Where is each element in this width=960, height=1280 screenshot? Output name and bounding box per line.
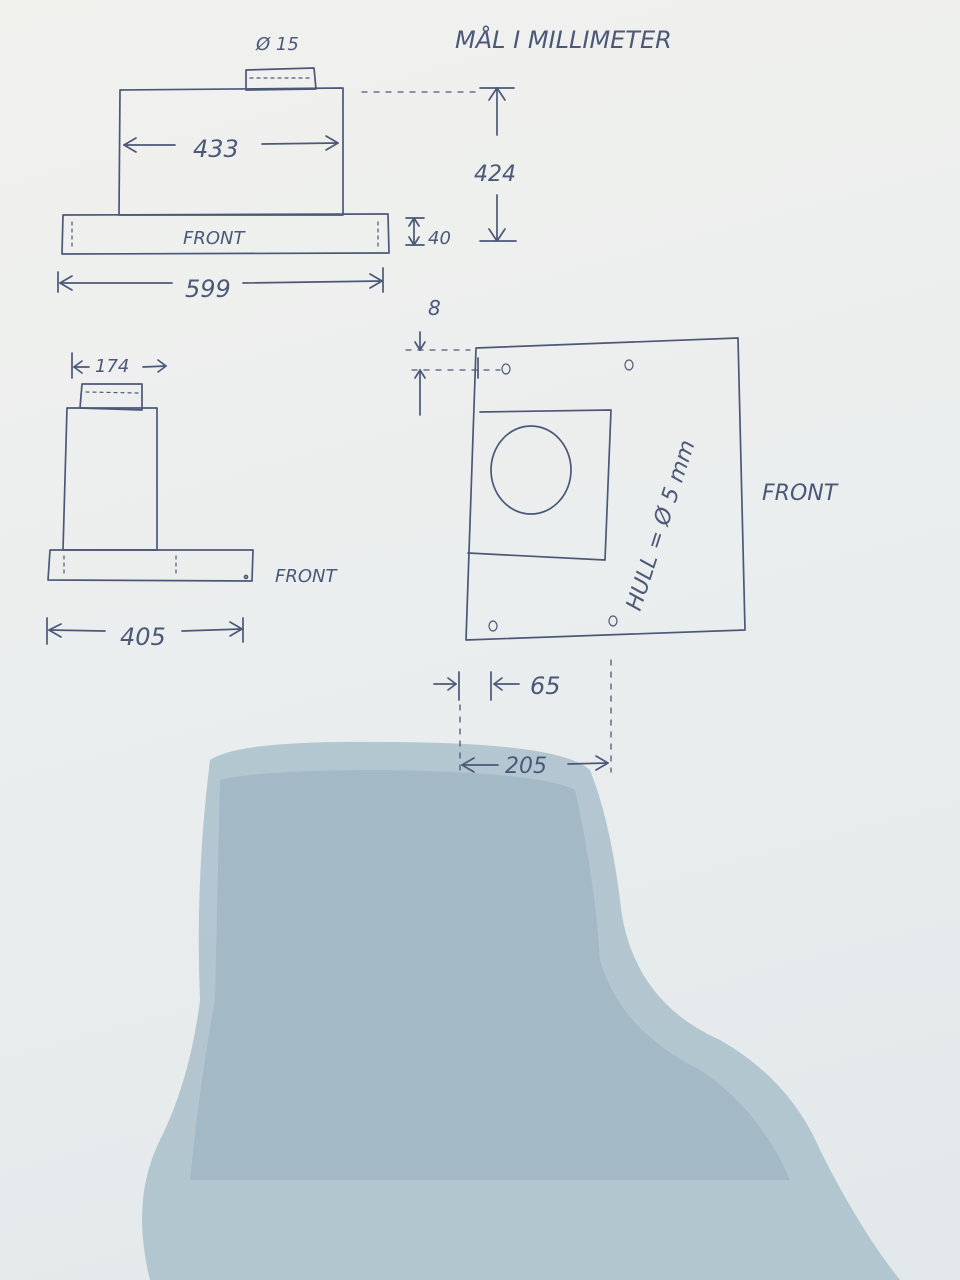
dim-433-label: 433 xyxy=(193,135,239,163)
dim-405-label: 405 xyxy=(120,623,166,651)
dim-433-arrow-right xyxy=(261,142,339,145)
side-view: FRONT 174 405 xyxy=(46,352,338,651)
top-view-vent-hole xyxy=(490,425,572,515)
front-view: Ø 15 FRONT 433 424 xyxy=(57,34,517,303)
dim-40-label: 40 xyxy=(428,228,451,249)
top-view-front-label: FRONT xyxy=(762,481,839,506)
front-view-body xyxy=(118,87,344,216)
side-view-plate xyxy=(47,549,254,582)
screw-hole-top-left xyxy=(501,363,511,375)
front-view-pipe xyxy=(245,67,317,91)
hole-size-note: HULL = Ø 5 mm xyxy=(622,437,701,614)
dim-65-label: 65 xyxy=(530,672,561,700)
dim-174-label: 174 xyxy=(95,356,129,377)
screw-hole-top-right xyxy=(624,359,634,371)
screw-hole-bottom-left xyxy=(488,620,498,632)
page-title: MÅL I MILLIMETER xyxy=(455,25,672,54)
side-view-front-label: FRONT xyxy=(275,566,338,587)
top-view-cutout xyxy=(467,409,612,561)
dim-205-label: 205 xyxy=(505,754,547,779)
side-view-body xyxy=(62,407,158,551)
front-view-plate-label: FRONT xyxy=(183,228,246,249)
dim-424-label: 424 xyxy=(474,162,516,187)
pipe-diameter-label: Ø 15 xyxy=(255,34,299,55)
screw-hole-bottom-right xyxy=(608,615,618,627)
dim-8-label: 8 xyxy=(428,296,441,320)
dim-599-label: 599 xyxy=(185,275,231,303)
side-view-pipe xyxy=(79,383,143,411)
front-view-plate xyxy=(61,213,390,255)
top-view: 8 FRONT HULL = Ø 5 mm 65 xyxy=(405,296,839,779)
top-view-plate xyxy=(465,337,746,641)
